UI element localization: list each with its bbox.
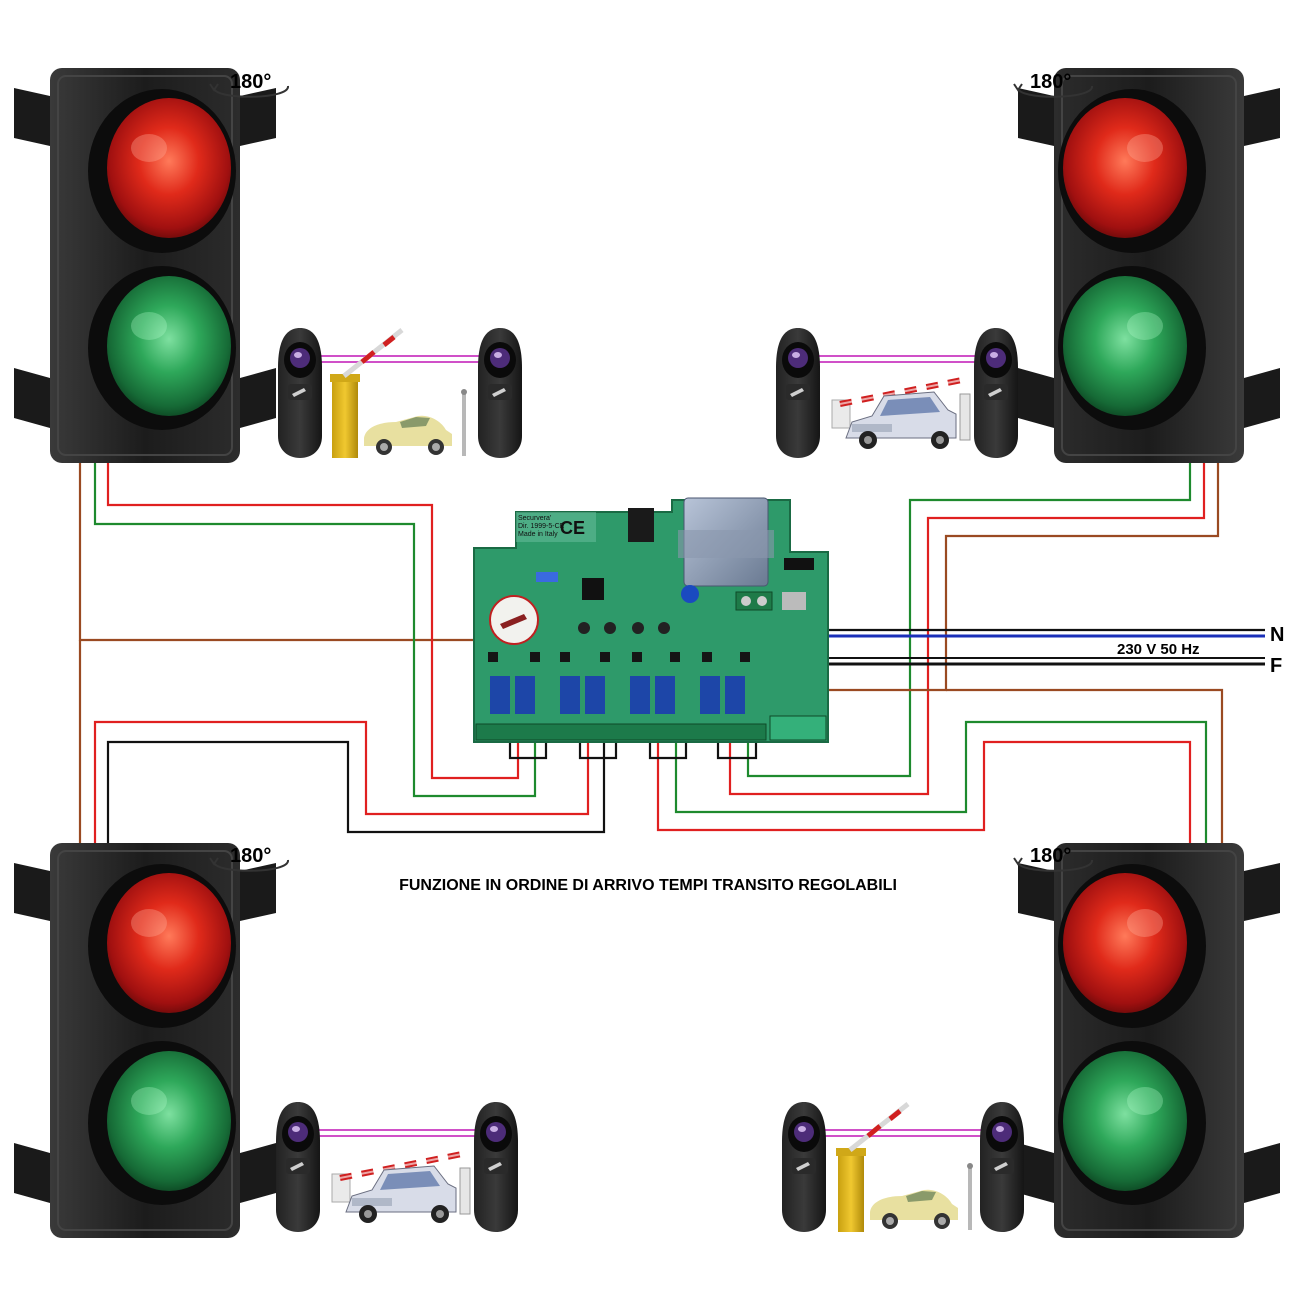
traffic-light-icon: [1017, 67, 1281, 464]
car-icon: [332, 1154, 470, 1223]
wire-bl-black: [106, 740, 606, 845]
traffic-light-icon: [13, 842, 277, 1239]
wire-jumper-3: [648, 740, 688, 760]
board-directive: Dir. 1999-5-CE: [518, 523, 565, 530]
rotate-180-icon: 180°: [1013, 71, 1093, 98]
ce-mark: CE: [560, 518, 585, 538]
relay-bank: [490, 676, 745, 714]
diagram-caption: FUNZIONE IN ORDINE DI ARRIVO TEMPI TRANS…: [399, 877, 897, 894]
photocell-pair-bottom-right: [782, 1102, 1024, 1232]
wire-tr-red: [728, 460, 1206, 796]
traffic-light-top-left: [13, 67, 277, 464]
barrier-icon: [330, 330, 467, 458]
wire-tr-green: [746, 460, 1192, 778]
svg-text:180°: 180°: [1030, 71, 1071, 93]
rotate-180-icon: 180°: [209, 71, 289, 98]
wire-jumper-4: [716, 740, 758, 760]
trimmer-3: [632, 622, 644, 634]
wire-tl-red: [106, 460, 520, 780]
wire-bl-red: [93, 720, 590, 845]
photocell-icon: [278, 328, 322, 458]
traffic-light-top-right: [1017, 67, 1281, 464]
trimmer-4: [658, 622, 670, 634]
microcontroller: [582, 578, 604, 600]
photocell-icon: [980, 1102, 1024, 1232]
photocell-icon: [478, 328, 522, 458]
output-terminal-block: [475, 723, 767, 741]
photocell-icon: [974, 328, 1018, 458]
traffic-light-icon: [1017, 842, 1281, 1239]
wire-tl-green: [93, 460, 537, 798]
car-icon: [832, 380, 970, 449]
photocell-icon: [474, 1102, 518, 1232]
traffic-light-bottom-right: [1017, 842, 1281, 1239]
photocell-icon: [776, 328, 820, 458]
wire-br-green: [674, 720, 1208, 845]
rotate-180-icon: 180°: [209, 845, 289, 872]
wire-jumper-2: [578, 740, 618, 760]
wire-br-brown: [946, 688, 1224, 845]
barrier-icon: [836, 1104, 973, 1232]
board-brand: Securvera': [518, 515, 551, 522]
photocell-pair-bottom-left: [276, 1102, 518, 1232]
wire-neutral-blue: [796, 612, 1265, 638]
photocell-pair-top-left: [278, 328, 522, 458]
svg-text:180°: 180°: [1030, 845, 1071, 867]
board-origin: Made in Italy: [518, 531, 558, 538]
svg-text:180°: 180°: [230, 71, 271, 93]
dip-switch: [536, 572, 558, 582]
photocell-pair-top-right: [776, 328, 1018, 458]
rotate-180-icon: 180°: [1013, 845, 1093, 872]
trimmer-2: [604, 622, 616, 634]
wire-jumper-1: [508, 740, 548, 760]
power-voltage-label: 230 V 50 Hz: [1117, 641, 1200, 658]
photocell-icon: [782, 1102, 826, 1232]
heatsink: [628, 508, 654, 542]
trimmer-1: [578, 622, 590, 634]
svg-text:180°: 180°: [230, 845, 271, 867]
photocell-icon: [276, 1102, 320, 1232]
traffic-light-icon: [13, 67, 277, 464]
input-terminal-block: [769, 715, 827, 741]
wire-br-red: [656, 740, 1192, 845]
wire-neutral-black: [806, 612, 1265, 632]
control-board: Securvera' Dir. 1999-5-CE Made in Italy …: [473, 497, 829, 743]
traffic-light-bottom-left: [13, 842, 277, 1239]
power-phase-label: F: [1270, 655, 1282, 677]
power-neutral-label: N: [1270, 624, 1284, 646]
